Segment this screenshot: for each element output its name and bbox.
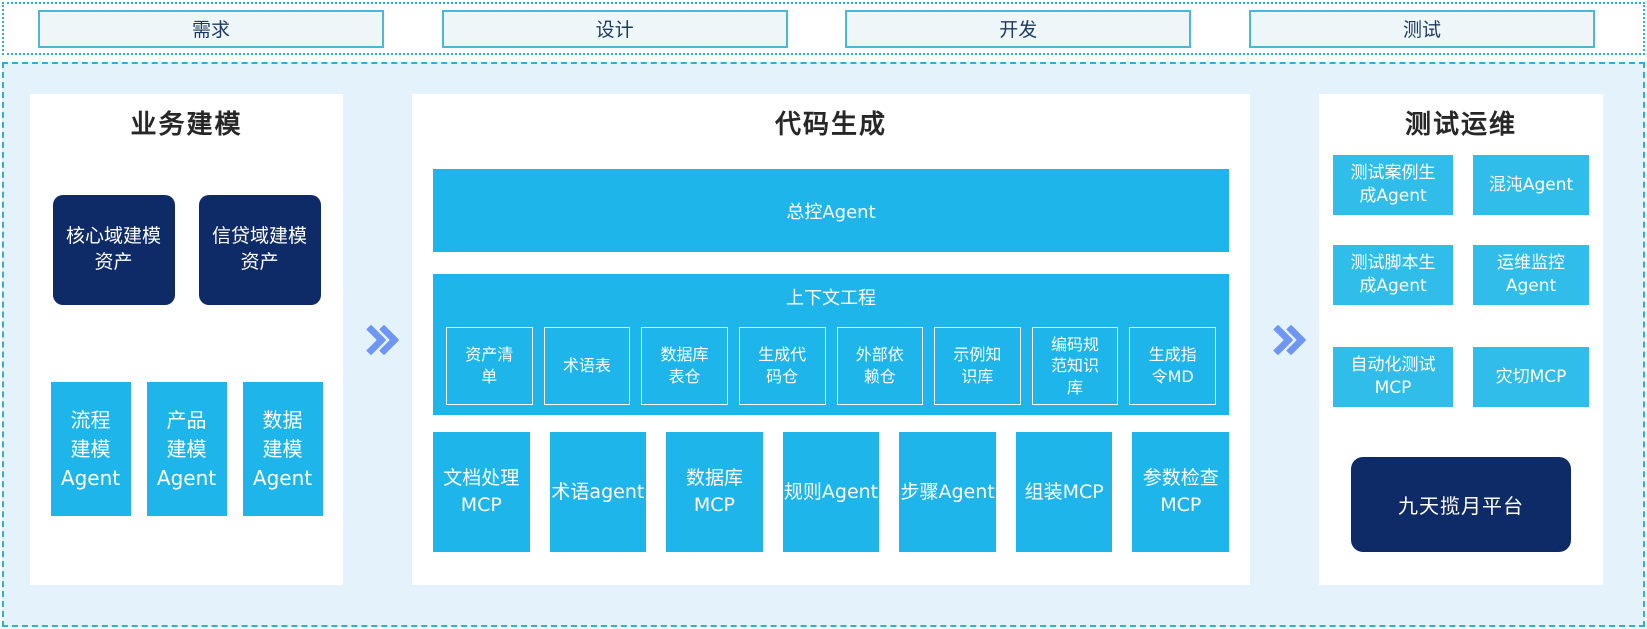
ops-row: 测试脚本生 成Agent 运维监控 Agent — [1333, 245, 1589, 305]
mcp-agent-row: 文档处理 MCP 术语agent 数据库 MCP 规则Agent 步骤Agent… — [433, 432, 1230, 552]
context-engineering-block: 上下文工程 资产清 单 术语表 数据库 表仓 生成代 码仓 外部依 赖仓 示例知… — [433, 274, 1229, 415]
phase-box-design: 设计 — [441, 9, 788, 48]
agent-box-data-modeling: 数据 建模 Agent — [242, 382, 323, 516]
context-box-db-table-repo: 数据库 表仓 — [641, 327, 728, 405]
context-box-coding-standard-knowledge-base: 编码规 范知识 库 — [1031, 327, 1119, 405]
context-box-example-knowledge-base: 示例知 识库 — [934, 327, 1021, 405]
panel-test-ops: 测试运维 测试案例生 成Agent 混沌Agent 测试脚本生 成Agent 运… — [1319, 94, 1603, 585]
context-box-generation-instruction-md: 生成指 令MD — [1129, 327, 1216, 405]
ops-box-automated-test-mcp: 自动化测试 MCP — [1333, 347, 1453, 407]
ops-box-test-case-generation-agent: 测试案例生 成Agent — [1333, 155, 1453, 215]
mcp-box-assembly-mcp: 组装MCP — [1015, 432, 1113, 552]
panel-title-test-ops: 测试运维 — [1404, 110, 1517, 140]
ops-box-ops-monitoring-agent: 运维监控 Agent — [1473, 245, 1589, 305]
flow-gap-1 — [343, 94, 412, 585]
phase-label: 设计 — [595, 19, 634, 41]
panel-title-code-generation: 代码生成 — [774, 110, 887, 140]
master-agent-bar: 总控Agent — [433, 169, 1229, 252]
ops-box-test-script-generation-agent: 测试脚本生 成Agent — [1333, 245, 1453, 305]
context-box-asset-list: 资产清 单 — [446, 327, 533, 405]
chevron-double-right-icon — [1262, 323, 1307, 356]
context-engineering-title: 上下文工程 — [786, 288, 876, 309]
ops-box-chaos-agent: 混沌Agent — [1473, 155, 1589, 215]
mcp-box-document-processing: 文档处理 MCP — [433, 432, 530, 552]
agent-box-process-modeling: 流程 建模 Agent — [50, 382, 131, 516]
modeling-asset-row: 核心域建模 资产 信贷域建模 资产 — [30, 195, 343, 305]
modeling-agent-row: 流程 建模 Agent 产品 建模 Agent 数据 建模 Agent — [30, 382, 343, 516]
mcp-box-terminology-agent: 术语agent — [549, 432, 647, 552]
agent-box-product-modeling: 产品 建模 Agent — [146, 382, 227, 516]
context-box-generated-code-repo: 生成代 码仓 — [738, 327, 826, 405]
panel-code-generation: 代码生成 总控Agent 上下文工程 资产清 单 术语表 数据库 表仓 生成代 … — [412, 94, 1250, 585]
mcp-box-step-agent: 步骤Agent — [899, 432, 996, 552]
mcp-box-parameter-check-mcp: 参数检查 MCP — [1132, 432, 1230, 552]
flow-gap-2 — [1250, 94, 1319, 585]
phase-label: 测试 — [1402, 19, 1441, 41]
phase-label: 开发 — [999, 19, 1038, 41]
context-box-external-dependency-repo: 外部依 赖仓 — [836, 327, 924, 405]
asset-box-credit-domain: 信贷域建模 资产 — [198, 195, 321, 305]
ops-row: 自动化测试 MCP 灾切MCP — [1333, 347, 1589, 407]
platform-box-jiutian-lanyue: 九天揽月平台 — [1351, 457, 1571, 552]
ops-box-disaster-switch-mcp: 灾切MCP — [1473, 347, 1589, 407]
main-container: 业务建模 核心域建模 资产 信贷域建模 资产 流程 建模 Agent 产品 建模… — [2, 62, 1645, 627]
ops-row: 测试案例生 成Agent 混沌Agent — [1333, 155, 1589, 215]
phase-box-requirements: 需求 — [38, 9, 384, 48]
panel-business-modeling: 业务建模 核心域建模 资产 信贷域建模 资产 流程 建模 Agent 产品 建模… — [30, 94, 343, 585]
mcp-box-database-mcp: 数据库 MCP — [666, 432, 763, 552]
context-box-glossary: 术语表 — [543, 327, 631, 405]
asset-box-core-domain: 核心域建模 资产 — [52, 195, 175, 305]
phase-box-development: 开发 — [845, 9, 1192, 48]
mcp-box-rule-agent: 规则Agent — [782, 432, 880, 552]
phase-label: 需求 — [191, 19, 230, 41]
phase-strip: 需求 设计 开发 测试 — [2, 2, 1645, 55]
phase-box-testing: 测试 — [1248, 9, 1595, 48]
panel-title-business-modeling: 业务建模 — [130, 110, 243, 140]
chevron-double-right-icon — [355, 323, 400, 356]
context-engineering-row: 资产清 单 术语表 数据库 表仓 生成代 码仓 外部依 赖仓 示例知 识库 编码… — [446, 327, 1216, 405]
